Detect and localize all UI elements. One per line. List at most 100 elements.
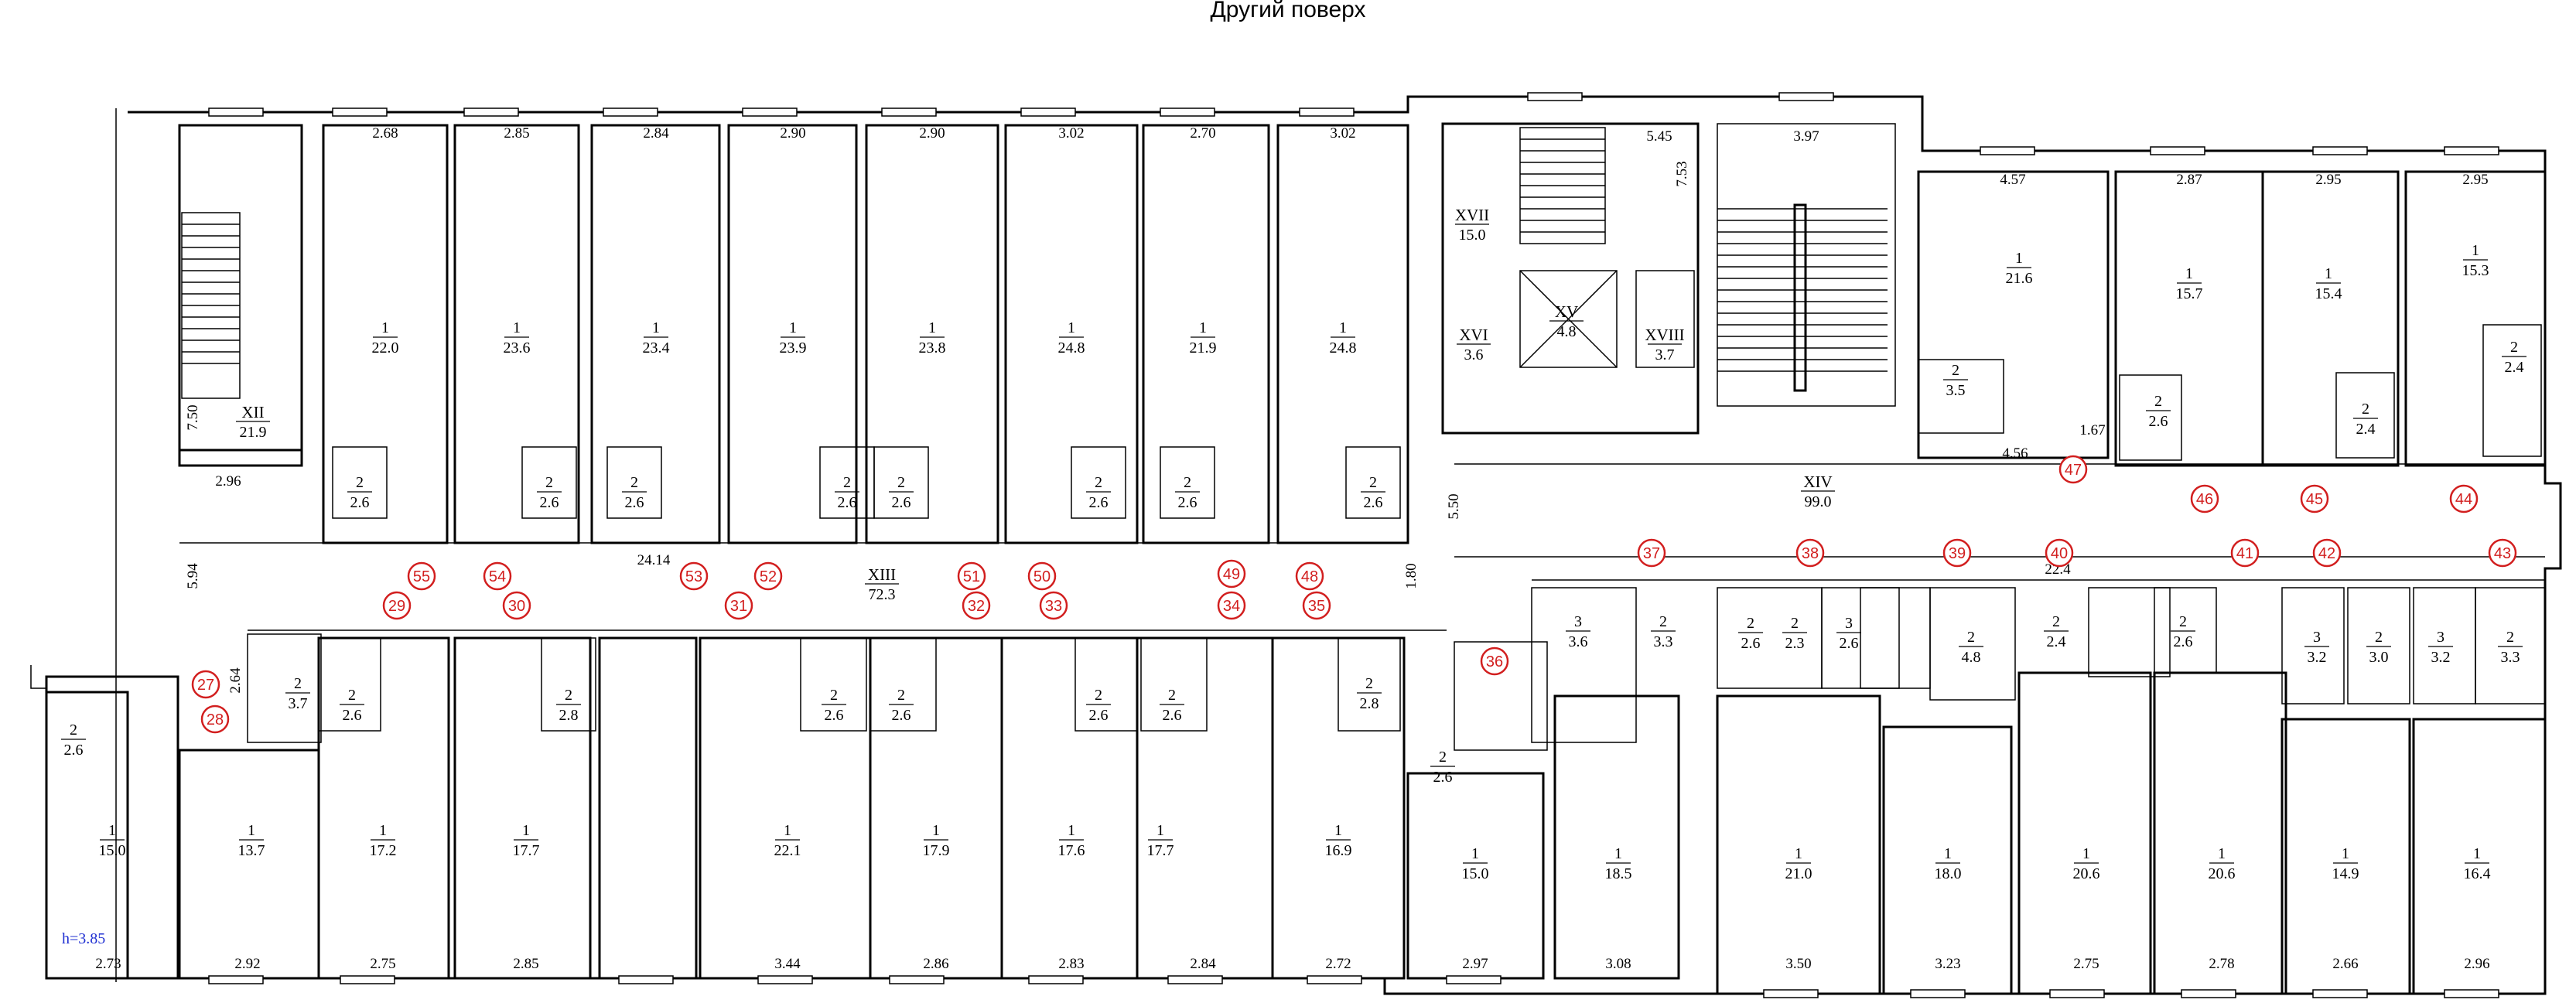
top-bath-5: 22.6 <box>889 474 914 511</box>
bottom-left-bath-7-area: 2.6 <box>1089 707 1109 724</box>
marker-43: 43 <box>2488 538 2517 568</box>
right-top-bath-3-number: 2 <box>2362 401 2369 418</box>
bottom-right-bath-2-area: 3.3 <box>1654 633 1673 650</box>
bottom-left-bath-5-number: 2 <box>830 687 838 704</box>
marker-32: 32 <box>962 591 991 620</box>
bottom-right-room-1: 115.0 <box>1462 845 1489 882</box>
bottom-left-bath-3-number: 2 <box>348 687 356 704</box>
marker-44: 44 <box>2449 484 2479 513</box>
marker-circle <box>957 561 986 591</box>
dim-5-50: 5.50 <box>1446 493 1462 519</box>
bottom-right-bath-7-area: 2.4 <box>2047 633 2066 650</box>
top-bath-3: 22.6 <box>622 474 647 511</box>
right-top-room-4-width: 2.95 <box>2462 172 2488 188</box>
dim-3-97: 3.97 <box>1793 128 1819 145</box>
right-top-room-3: 115.4 <box>2315 265 2342 302</box>
outer-walls <box>30 95 2562 995</box>
right-top-bath-4-area: 2.4 <box>2505 359 2524 376</box>
right-top-room-1-number: 1 <box>2015 250 2023 267</box>
bottom-left-room-4-number: 1 <box>522 822 530 839</box>
marker-circle <box>2045 538 2074 568</box>
marker-54: 54 <box>483 561 512 591</box>
marker-52: 52 <box>753 561 783 591</box>
marker-label: 28 <box>207 711 224 728</box>
top-room-1-number: 1 <box>381 319 389 336</box>
right-top-bath-4-number: 2 <box>2510 339 2518 356</box>
right-top-room-1: 121.6 <box>2006 250 2033 287</box>
marker-label: 52 <box>760 568 777 585</box>
bottom-left-room-4: 117.7 <box>513 822 540 859</box>
marker-label: 35 <box>1308 598 1325 615</box>
bottom-left-room-6-area: 17.9 <box>923 842 950 859</box>
marker-circle <box>962 591 991 620</box>
top-bath-8-number: 2 <box>1369 474 1377 491</box>
bottom-left-bath-1: 22.6 <box>61 722 86 759</box>
room-labels: 122.02.68123.62.85123.42.84123.92.90123.… <box>61 125 2526 972</box>
corridor-name: XIII <box>868 565 896 584</box>
bottom-left-bath-1-number: 2 <box>70 722 77 739</box>
top-bath-7-area: 2.6 <box>1178 494 1197 511</box>
bottom-right-room-1-width: 2.97 <box>1462 956 1488 972</box>
top-bath-3-area: 2.6 <box>625 494 644 511</box>
marker-28: 28 <box>200 704 230 734</box>
bottom-left-bath-2-area: 3.7 <box>289 695 308 712</box>
top-bath-2-number: 2 <box>545 474 553 491</box>
marker-label: 40 <box>2051 545 2068 562</box>
bottom-right-bath-12: 23.3 <box>2498 629 2523 666</box>
dim-corridor-length: 24.14 <box>637 552 671 568</box>
top-room-1-area: 22.0 <box>372 339 399 357</box>
corridor-name: XII <box>241 403 264 421</box>
bottom-right-bath-11-number: 3 <box>2437 629 2444 646</box>
plan-title: Другий поверх <box>1210 0 1365 22</box>
marker-label: 54 <box>489 568 506 585</box>
dim-7-53: 7.53 <box>1674 161 1690 186</box>
top-room-7-number: 1 <box>1199 319 1207 336</box>
marker-41: 41 <box>2230 538 2260 568</box>
bottom-left-bath-6-number: 2 <box>897 687 905 704</box>
bottom-right-room-6: 120.6 <box>2209 845 2236 882</box>
marker-53: 53 <box>679 561 709 591</box>
right-top-bath-4: 22.4 <box>2502 339 2526 376</box>
bottom-right-bath-11-area: 3.2 <box>2431 649 2451 666</box>
marker-42: 42 <box>2312 538 2342 568</box>
bottom-right-bath-2: 23.3 <box>1651 613 1676 650</box>
marker-circle <box>1302 591 1331 620</box>
top-room-2-area: 23.6 <box>504 339 531 357</box>
right-top-room-4-area: 15.3 <box>2462 262 2489 279</box>
bottom-left-room-7-width: 2.83 <box>1058 956 1084 972</box>
bottom-right-bath-5: 32.6 <box>1836 615 1861 652</box>
bottom-right-room-5: 120.6 <box>2073 845 2100 882</box>
marker-circle <box>724 591 753 620</box>
top-bath-1-number: 2 <box>356 474 364 491</box>
top-room-1-width: 2.68 <box>372 125 398 142</box>
bottom-right-room-4: 118.0 <box>1935 845 1962 882</box>
marker-label: 42 <box>2318 545 2335 562</box>
bottom-right-bath-11: 33.2 <box>2428 629 2453 666</box>
top-room-1: 122.0 <box>372 319 399 357</box>
bottom-right-room-5-area: 20.6 <box>2073 865 2100 882</box>
marker-29: 29 <box>382 591 412 620</box>
corridor-area: 3.6 <box>1464 346 1484 363</box>
top-room-2: 123.6 <box>504 319 531 357</box>
bottom-right-bath-5-number: 3 <box>1845 615 1853 632</box>
bottom-left-room-4-width: 2.85 <box>513 956 538 972</box>
marker-50: 50 <box>1027 561 1057 591</box>
marker-circle <box>2058 455 2088 484</box>
right-top-room-4-number: 1 <box>2472 242 2479 259</box>
marker-label: 29 <box>388 598 405 615</box>
marker-circle <box>483 561 512 591</box>
bottom-right-bath-1-area: 3.6 <box>1569 633 1588 650</box>
top-room-8-width: 3.02 <box>1330 125 1355 142</box>
marker-label: 30 <box>508 598 525 615</box>
top-bath-6: 22.6 <box>1086 474 1111 511</box>
bottom-left-bath-8-area: 2.6 <box>1163 707 1182 724</box>
bottom-left-room-3-area: 17.2 <box>370 842 397 859</box>
top-bath-5-number: 2 <box>897 474 905 491</box>
top-bath-6-area: 2.6 <box>1089 494 1109 511</box>
marker-circle <box>191 670 220 699</box>
bottom-right-bath-5-area: 2.6 <box>1840 635 1859 652</box>
marker-circle <box>1295 561 1324 591</box>
bottom-left-room-6-width: 2.86 <box>923 956 948 972</box>
marker-label: 47 <box>2065 462 2082 479</box>
